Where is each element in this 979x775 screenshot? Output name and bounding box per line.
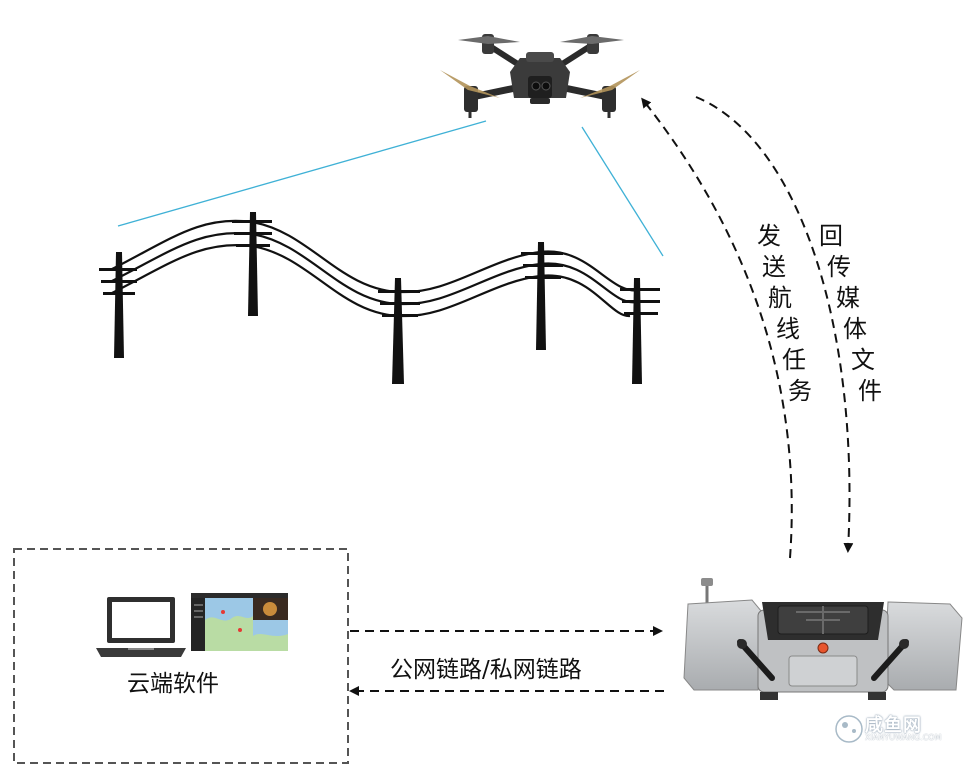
- send-mission-char: 务: [788, 377, 812, 405]
- return-media-char: 文: [851, 346, 875, 374]
- send-mission-char: 线: [776, 315, 800, 343]
- return-media-char: 传: [827, 253, 851, 281]
- laptop-icon: [96, 597, 186, 657]
- return-media-char: 回: [819, 222, 843, 250]
- send-mission-char: 发: [757, 222, 781, 250]
- return-media-char: 件: [858, 377, 882, 405]
- cloud-software-label: 云端软件: [127, 671, 219, 697]
- dock-icon: [683, 578, 963, 700]
- network-link-label: 公网链路/私网链路: [390, 657, 582, 683]
- power-wires: [109, 219, 641, 318]
- power-pole-icon: [99, 212, 660, 384]
- send-mission-char: 航: [768, 284, 792, 312]
- watermark-logo-icon: [835, 715, 863, 743]
- screen-thumbnail: [191, 593, 288, 651]
- return-media-char: 媒: [836, 284, 860, 312]
- cloud-software-box: [13, 548, 349, 764]
- sight-line-left: [117, 120, 487, 227]
- send-mission-arrow: [641, 97, 793, 559]
- sight-line-right: [581, 126, 664, 257]
- return-media-arrow: [695, 96, 854, 553]
- send-mission-char: 任: [782, 346, 806, 374]
- watermark-name: 咸鱼网: [865, 715, 922, 736]
- return-media-char: 体: [843, 315, 867, 343]
- drone-icon: [440, 34, 640, 118]
- send-mission-char: 送: [762, 253, 786, 281]
- watermark: 咸鱼网 XIANYUWANG.COM: [825, 709, 955, 749]
- watermark-url: XIANYUWANG.COM: [865, 733, 942, 742]
